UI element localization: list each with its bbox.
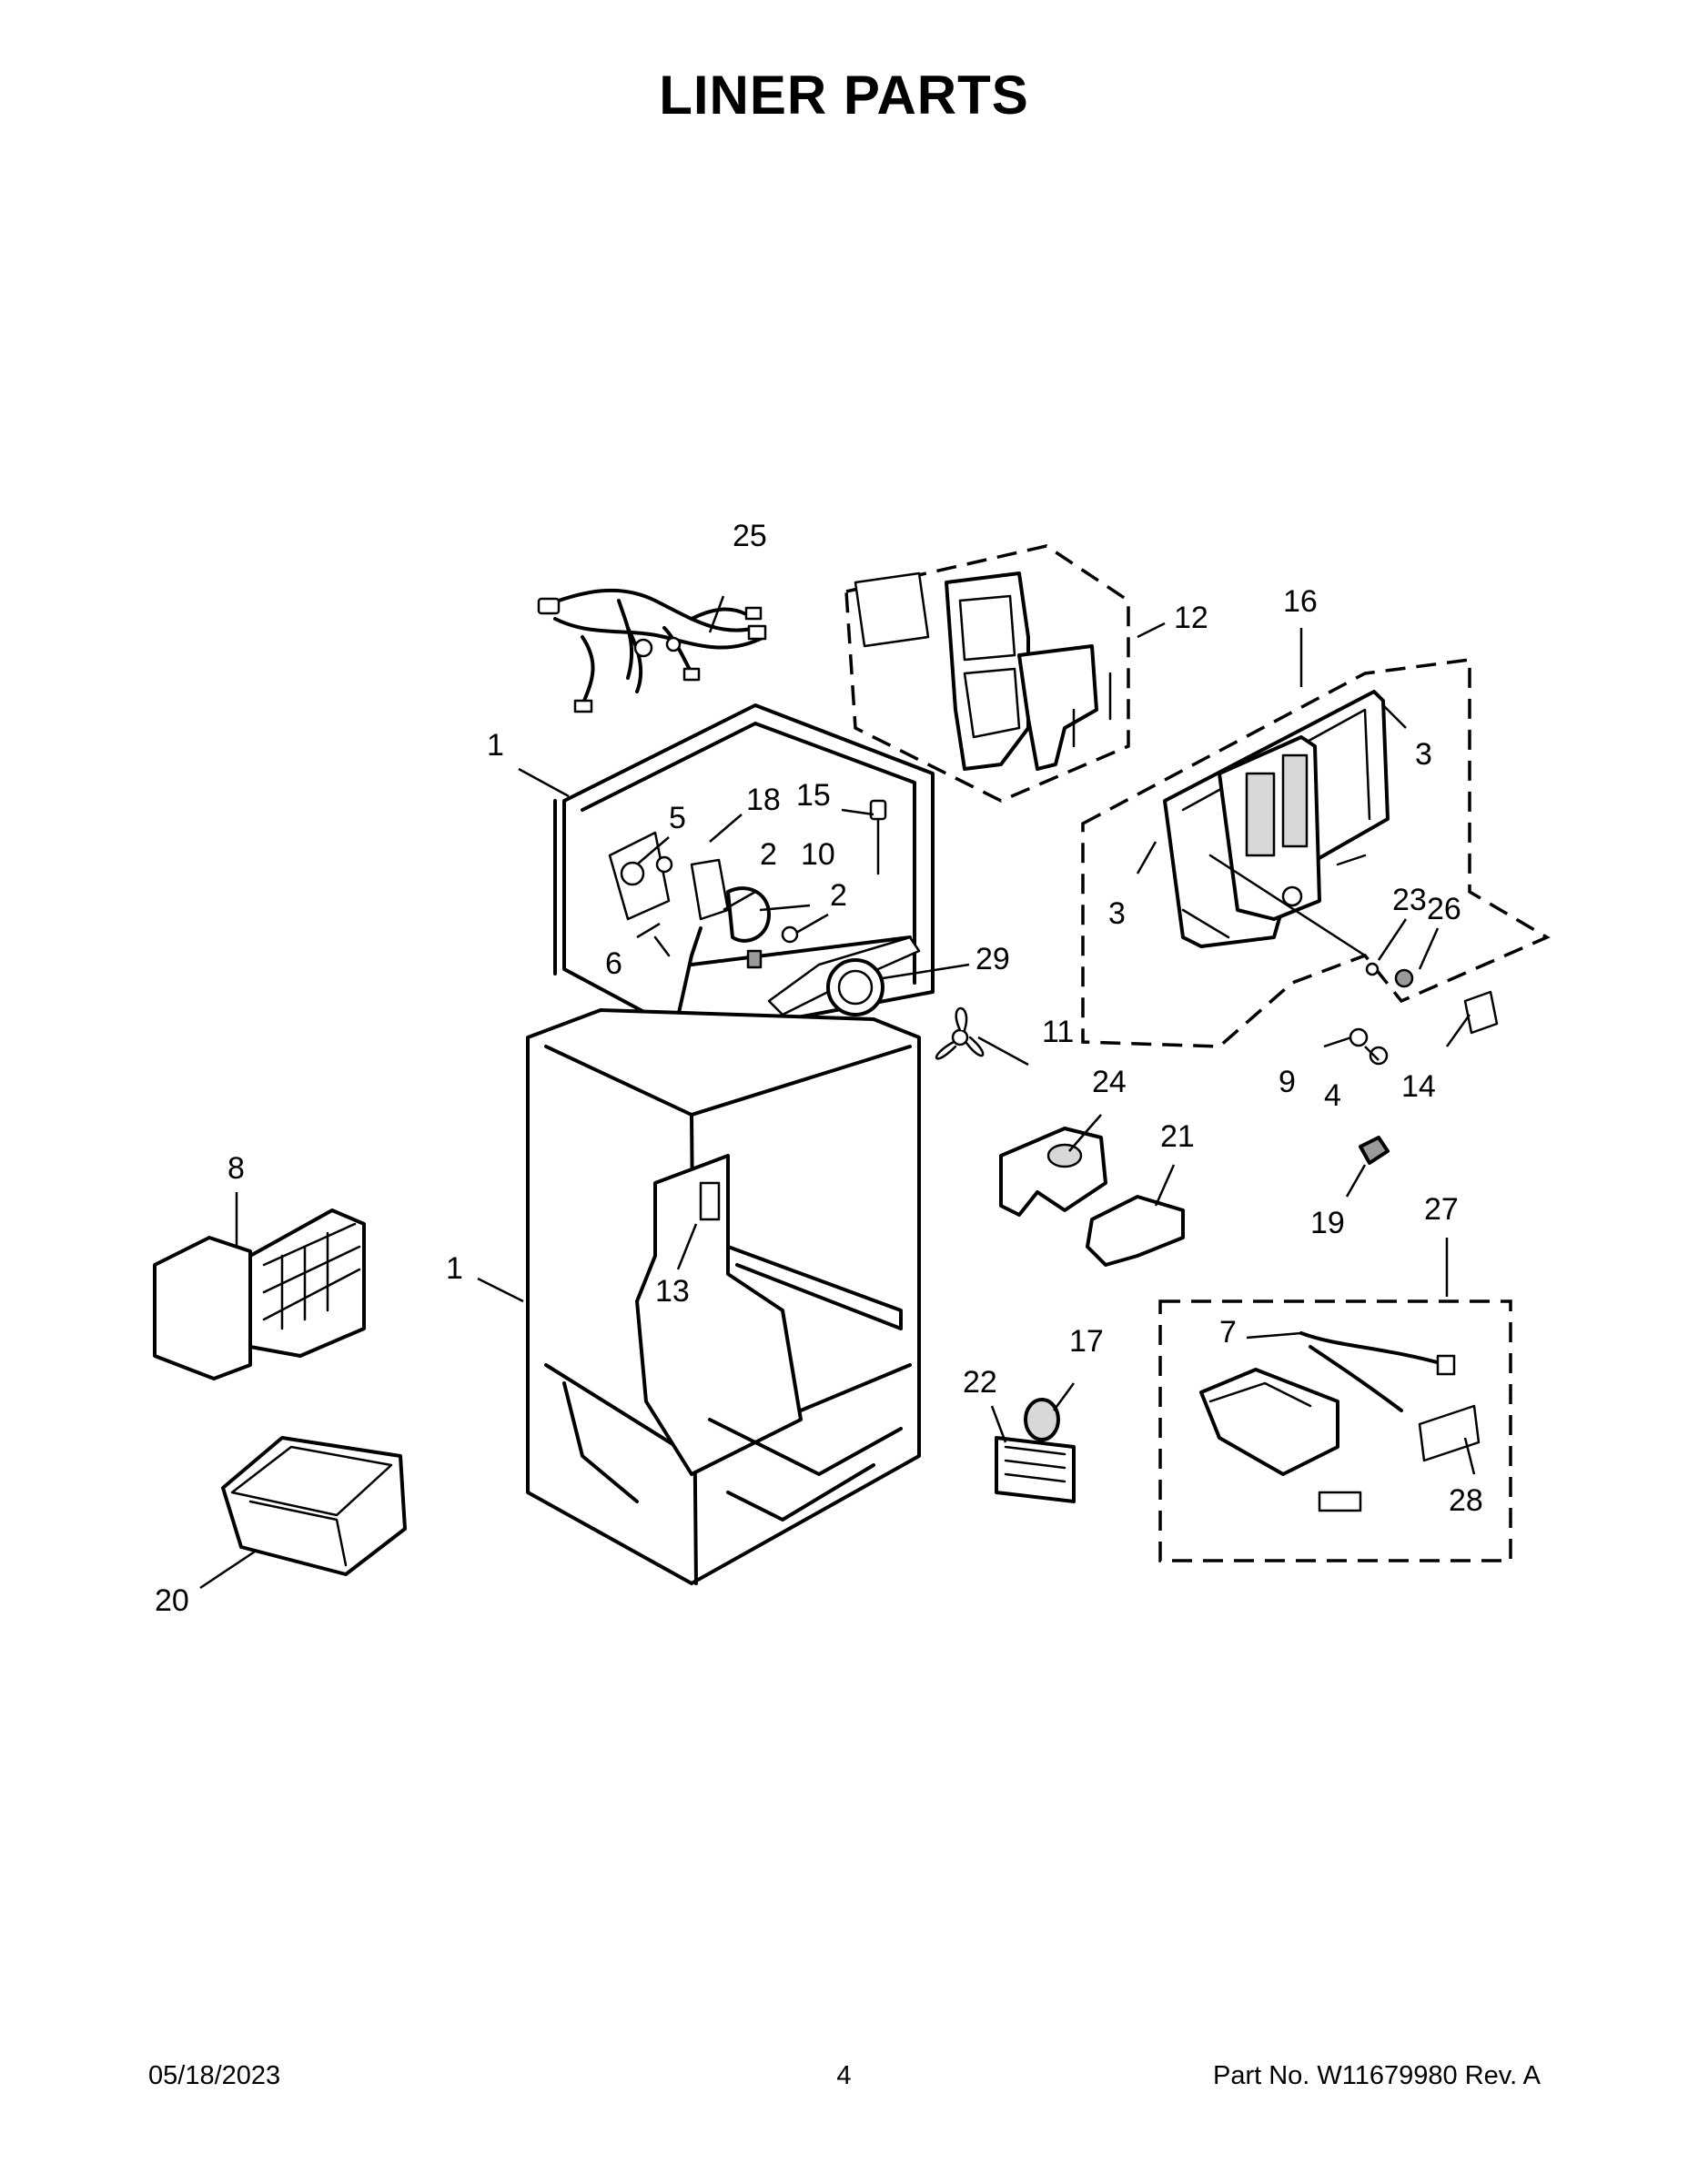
part-13-light <box>699 1181 721 1221</box>
callout-27: 27 <box>1424 1192 1459 1227</box>
callout-1b: 1 <box>446 1251 463 1286</box>
part-16-air-tower-assembly <box>1081 658 1551 1048</box>
callout-16: 16 <box>1283 584 1318 619</box>
callout-15: 15 <box>796 778 831 813</box>
callout-29: 29 <box>975 942 1010 976</box>
callout-6: 6 <box>605 946 622 981</box>
callout-9: 9 <box>1279 1065 1296 1099</box>
part-1-lower-liner <box>526 1008 921 1585</box>
callout-17: 17 <box>1069 1324 1104 1359</box>
part-28-board <box>1418 1404 1481 1462</box>
part-29-fan-shroud <box>826 958 884 1016</box>
callout-22: 22 <box>963 1365 997 1400</box>
callout-13: 13 <box>655 1274 690 1309</box>
part-12-evaporator-cover-assembly <box>844 544 1130 803</box>
callout-20: 20 <box>155 1583 189 1618</box>
callout-8: 8 <box>227 1151 245 1186</box>
callout-25: 25 <box>733 519 767 553</box>
callout-5: 5 <box>669 801 686 835</box>
part-5-screw <box>620 861 645 886</box>
callout-11: 11 <box>1042 1015 1074 1049</box>
part-21-bracket <box>1086 1195 1185 1267</box>
callout-14: 14 <box>1401 1069 1436 1104</box>
callout-10: 10 <box>801 837 835 872</box>
page-title: LINER PARTS <box>659 65 1029 126</box>
part-8-ice-maker <box>153 1208 366 1380</box>
part-9-4-14-hardware <box>1349 962 1499 1066</box>
callout-2b: 2 <box>830 878 847 913</box>
part-25-wire-harness <box>537 588 767 713</box>
callout-18: 18 <box>746 783 781 817</box>
leader-lines <box>199 595 1476 1590</box>
callout-2a: 2 <box>760 837 777 872</box>
part-17-filter <box>1024 1398 1060 1441</box>
callout-24: 24 <box>1092 1065 1127 1099</box>
callout-3b: 3 <box>1108 896 1126 931</box>
callout-3a: 3 <box>1415 737 1432 772</box>
part-11-fan-blade <box>935 1006 985 1060</box>
part-22-filter-cover <box>995 1436 1076 1503</box>
part-24-housing <box>999 1127 1107 1217</box>
callout-12: 12 <box>1174 601 1208 635</box>
callout-19: 19 <box>1310 1206 1345 1240</box>
callout-1a: 1 <box>487 728 504 763</box>
callout-labels: 25 12 16 3 3 1 5 18 15 2 10 2 6 29 23 26… <box>155 519 1483 1618</box>
callout-21: 21 <box>1160 1119 1195 1154</box>
callout-7: 7 <box>1219 1315 1237 1350</box>
part-19-clip <box>1359 1136 1390 1165</box>
footer-page-number: 4 <box>836 2061 852 2090</box>
footer-part-number: Part No. W11679980 Rev. A <box>1212 2061 1541 2090</box>
part-27-dispenser-assembly <box>1158 1299 1512 1562</box>
callout-4: 4 <box>1324 1078 1341 1113</box>
footer-date: 05/18/2023 <box>148 2061 281 2090</box>
part-20-ice-bin <box>221 1436 407 1576</box>
callout-23: 23 <box>1392 883 1427 917</box>
callout-26: 26 <box>1427 892 1461 926</box>
callout-28: 28 <box>1449 1483 1483 1518</box>
part-1-upper-liner <box>553 703 935 1039</box>
